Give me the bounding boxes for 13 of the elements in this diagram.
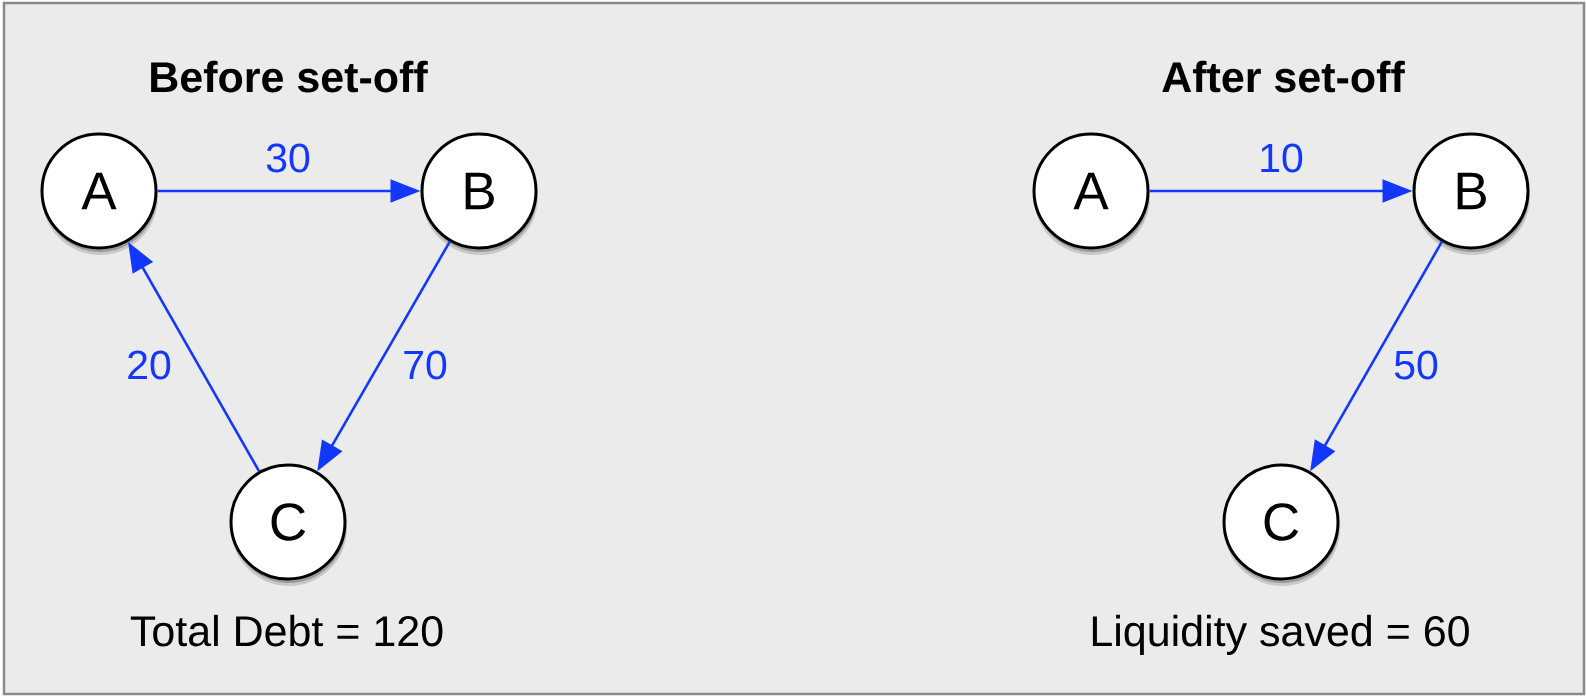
circle-node: A [1032, 132, 1150, 255]
heading: Before set-off [151, 60, 428, 93]
edge-label: 20 [125, 349, 173, 381]
circle-node: C [229, 463, 347, 586]
circle-node: A [40, 132, 158, 255]
circle-node: C [1222, 463, 1340, 586]
edge-label: 30 [264, 142, 312, 174]
heading: After set-off [1162, 60, 1405, 93]
circle-node: B [1412, 132, 1530, 255]
circle-node: B [420, 132, 538, 255]
edge-label: 10 [1257, 142, 1305, 174]
edge-label: 70 [401, 349, 449, 381]
edge-label: 50 [1392, 349, 1440, 381]
